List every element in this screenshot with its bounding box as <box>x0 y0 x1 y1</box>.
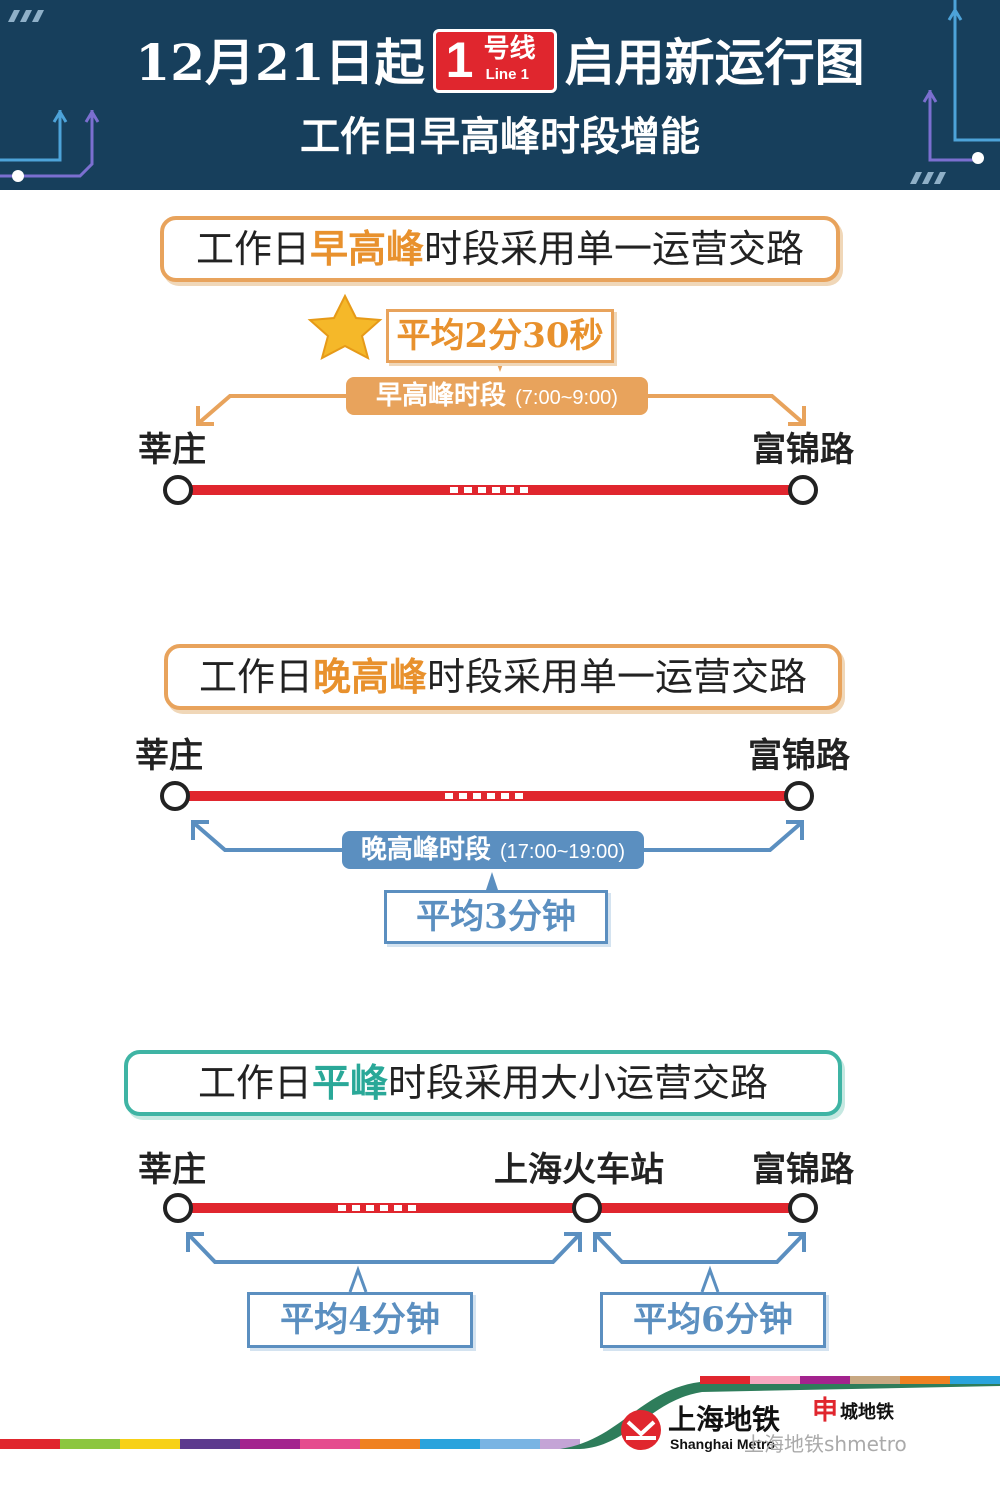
evening-heading-pre: 工作日 <box>198 655 313 699</box>
offpeak-avg-interval-left: 平均4分钟 <box>247 1292 473 1348</box>
brand-name-en: Shanghai Metro <box>670 1436 776 1452</box>
evening-avg-pointer <box>486 872 498 890</box>
morning-station-left: 莘庄 <box>138 430 206 470</box>
offpeak-arrowhead-small-right <box>788 1232 806 1252</box>
offpeak-station-mid: 上海火车站 <box>494 1150 664 1190</box>
line-label-zh: 号线 <box>483 34 536 64</box>
offpeak-station-dot-left <box>163 1193 193 1223</box>
offpeak-heading-highlight: 平峰 <box>311 1060 388 1105</box>
offpeak-station-left: 莘庄 <box>138 1150 206 1190</box>
page-title: 12月21日起 1 号线 Line 1 启用新运行图 <box>0 28 1000 99</box>
line-number: 1 <box>445 32 474 88</box>
morning-avg-interval: 平均2分30秒 <box>386 309 614 363</box>
header-node-left <box>12 170 24 182</box>
footer-color-ribbon <box>0 1376 1000 1449</box>
offpeak-avg-interval-right: 平均6分钟 <box>600 1292 826 1348</box>
header-decoration <box>0 0 1000 184</box>
offpeak-line-track <box>178 1203 803 1213</box>
evening-period-pill: 晚高峰时段 (17:00~19:00) <box>342 831 644 869</box>
shanghai-metro-logo-icon <box>621 1410 661 1450</box>
star-icon <box>307 293 383 360</box>
morning-heading-post: 时段采用单一运营交路 <box>424 227 805 271</box>
morning-arrow-left <box>198 394 350 424</box>
header-node-right <box>972 152 984 164</box>
morning-line-track <box>178 485 803 495</box>
evening-heading-highlight: 晚高峰 <box>312 654 427 699</box>
page-subtitle: 工作日早高峰时段增能 <box>300 113 700 160</box>
morning-station-right: 富锦路 <box>752 430 854 470</box>
evening-avg-interval: 平均3分钟 <box>384 890 608 944</box>
evening-station-left: 莘庄 <box>135 736 203 776</box>
morning-arrowhead-right <box>788 406 806 426</box>
watermark-text: 上海地铁shmetro <box>744 1432 907 1456</box>
header-slash-marks-left <box>8 10 44 22</box>
line-badge: 1 号线 Line 1 <box>432 29 557 93</box>
evening-period-time: (17:00~19:00) <box>499 841 626 863</box>
evening-heading: 工作日晚高峰时段采用单一运营交路 <box>164 644 842 710</box>
morning-heading-pre: 工作日 <box>195 227 310 271</box>
morning-period-pill: 早高峰时段 (7:00~9:00) <box>346 377 648 415</box>
morning-heading-highlight: 早高峰 <box>309 226 424 271</box>
header-banner: 12月21日起 1 号线 Line 1 启用新运行图 工作日早高峰时段增能 <box>0 0 1000 190</box>
brand-name-zh: 上海地铁 <box>668 1403 781 1436</box>
morning-station-dot-right <box>788 475 818 505</box>
offpeak-heading-pre: 工作日 <box>197 1061 312 1105</box>
morning-period-label: 早高峰时段 <box>376 381 507 411</box>
morning-period-time: (7:00~9:00) <box>515 387 618 409</box>
evening-heading-post: 时段采用单一运营交路 <box>427 655 808 699</box>
morning-heading: 工作日早高峰时段采用单一运营交路 <box>160 216 840 282</box>
evening-station-dot-right <box>784 781 814 811</box>
evening-arrowhead-left <box>191 820 209 840</box>
offpeak-arrowhead-small-left <box>593 1232 611 1252</box>
offpeak-avg-left-pointer <box>348 1265 368 1293</box>
title-suffix: 启用新运行图 <box>564 33 865 92</box>
morning-arrow-right <box>648 394 804 424</box>
offpeak-station-dot-right <box>788 1193 818 1223</box>
evening-arrowhead-right <box>786 820 804 840</box>
evening-line-gap <box>445 793 523 799</box>
header-slash-marks-right <box>910 172 946 184</box>
line-label-en: Line 1 <box>485 66 529 83</box>
offpeak-line-gap <box>338 1205 416 1211</box>
offpeak-avg-right-pointer <box>700 1265 720 1293</box>
morning-station-dot-left <box>163 475 193 505</box>
offpeak-heading-post: 时段采用大小运营交路 <box>388 1061 769 1105</box>
header-circuit-left <box>0 110 100 178</box>
partner-mark: 申 <box>812 1396 839 1426</box>
offpeak-arrow-large-route <box>188 1234 580 1264</box>
evening-period-label: 晚高峰时段 <box>360 835 491 865</box>
morning-line-gap <box>450 487 528 493</box>
offpeak-arrowhead-large-right <box>564 1232 582 1252</box>
offpeak-heading: 工作日平峰时段采用大小运营交路 <box>124 1050 842 1116</box>
offpeak-station-dot-mid <box>572 1193 602 1223</box>
evening-arrow-right <box>642 822 802 852</box>
partner-name: 城地铁 <box>840 1402 894 1423</box>
evening-station-right: 富锦路 <box>748 736 850 776</box>
morning-arrowhead-left <box>196 406 214 426</box>
offpeak-arrowhead-large-left <box>186 1232 204 1252</box>
title-date: 12月21日起 <box>135 33 425 92</box>
offpeak-arrow-small-route <box>595 1234 804 1264</box>
evening-arrow-left <box>193 822 345 852</box>
offpeak-station-right: 富锦路 <box>752 1150 854 1190</box>
header-circuit-right <box>922 0 1000 162</box>
evening-station-dot-left <box>160 781 190 811</box>
